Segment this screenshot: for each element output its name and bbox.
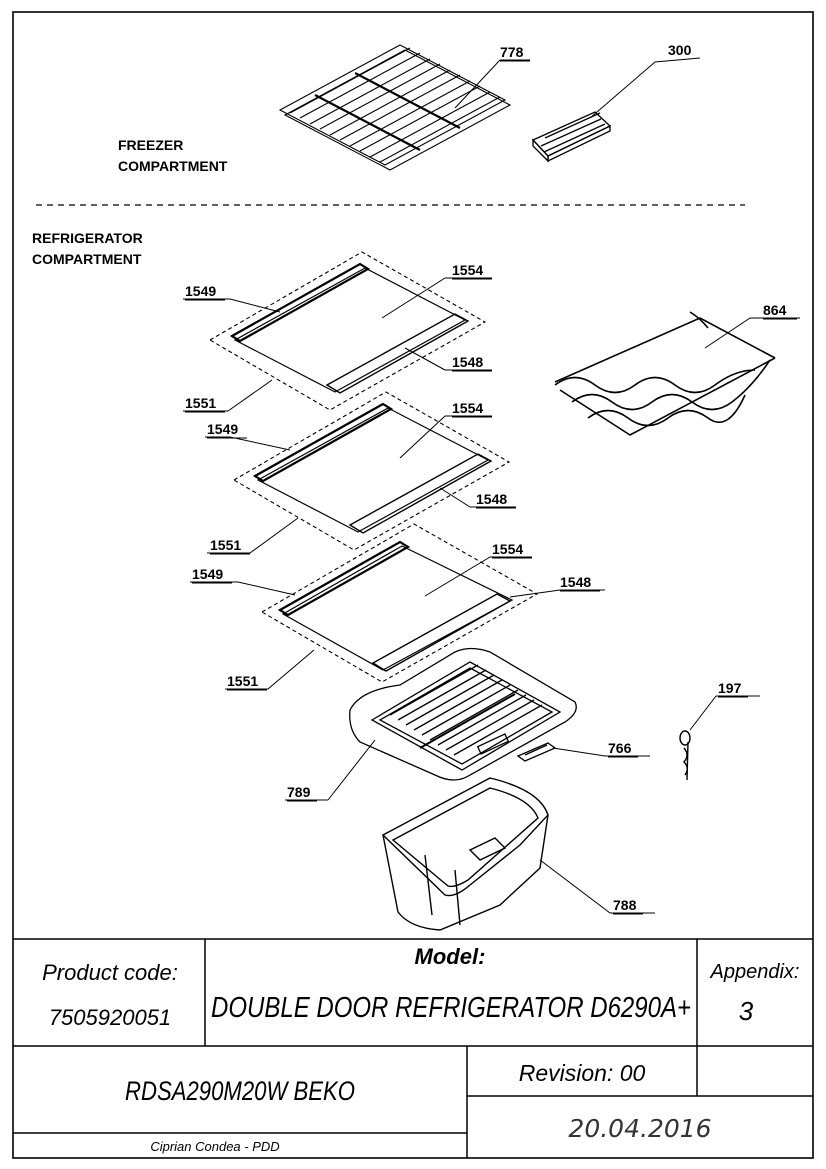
freezer-label-line1: FREEZER [118,137,183,153]
glass-shelf-1 [208,251,487,411]
title-block [13,938,813,1158]
appendix-label: Appendix: [710,961,800,983]
part-789-label: 789 [287,784,311,800]
appendix-value: 3 [739,996,754,1026]
product-code-label: Product code: [42,960,178,985]
part-864-label: 864 [763,302,787,318]
leader-lines [183,57,800,914]
part-766-label: 766 [608,740,632,756]
part-1548-label-2: 1548 [476,491,507,507]
part-1549-label-3: 1549 [192,566,223,582]
revision: Revision: 00 [519,1060,646,1086]
crisper-drawer [381,777,549,931]
date: 20.04.2016 [568,1114,711,1143]
part-1554-label-1: 1554 [452,262,483,278]
part-1551-label-3: 1551 [227,673,258,689]
freezer-wire-shelf [278,44,512,171]
author: Ciprian Condea - PDD [150,1139,279,1154]
ice-cube-tray [531,111,612,163]
part-197-label: 197 [718,680,742,696]
part-1548-label-1: 1548 [452,354,483,370]
part-1548-label-3: 1548 [560,574,591,590]
crisper-cover [349,647,577,781]
part-300-label: 300 [668,42,692,58]
glass-shelf-2 [232,391,511,551]
label-underlines [185,60,797,915]
product-name: RDSA290M20W BEKO [125,1076,355,1106]
part-1549-label-1: 1549 [185,283,216,299]
drawing-frame [12,11,814,1159]
model-value: DOUBLE DOOR REFRIGERATOR D6290A+ [211,992,691,1024]
refrigerator-label-line2: COMPARTMENT [32,251,142,267]
model-label: Model: [415,944,486,969]
part-1551-label-2: 1551 [210,537,241,553]
refrigerator-label-line1: REFRIGERATOR [32,230,143,246]
part-788-label: 788 [613,897,637,913]
wire-clip [679,730,691,781]
product-code-value: 7505920051 [49,1005,171,1030]
part-1551-label-1: 1551 [185,395,216,411]
bottle-rack [554,311,776,436]
freezer-label-line2: COMPARTMENT [118,158,228,174]
part-1549-label-2: 1549 [207,421,238,437]
part-1554-label-3: 1554 [492,541,523,557]
part-778-label: 778 [500,44,524,60]
part-1554-label-2: 1554 [452,400,483,416]
glass-shelf-3 [260,523,539,683]
